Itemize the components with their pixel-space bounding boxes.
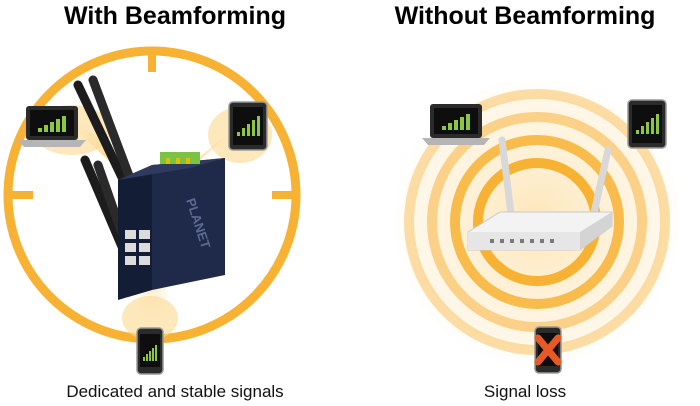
omnidirectional-diagram — [387, 72, 687, 374]
without-beamforming-caption: Signal loss — [483, 382, 567, 401]
without-beamforming-panel: Without Beamforming — [350, 0, 700, 406]
industrial-access-point-icon: PLANET — [73, 75, 225, 300]
smartphone-icon — [136, 327, 164, 375]
laptop-icon — [422, 104, 490, 145]
with-beamforming-caption: Dedicated and stable signals — [66, 382, 284, 401]
laptop-icon — [18, 106, 86, 147]
beamforming-diagram: PLANET — [3, 46, 301, 375]
phone-no-signal-icon — [534, 326, 562, 374]
without-beamforming-title: Without Beamforming — [394, 2, 656, 30]
tablet-icon — [627, 99, 667, 149]
signal-ring-3 — [450, 135, 624, 309]
wireless-router-icon — [467, 136, 613, 251]
tablet-icon — [228, 101, 268, 151]
with-beamforming-title: With Beamforming — [64, 2, 286, 30]
with-beamforming-panel: With Beamforming — [3, 2, 301, 401]
beam-glow-phone — [122, 296, 178, 340]
